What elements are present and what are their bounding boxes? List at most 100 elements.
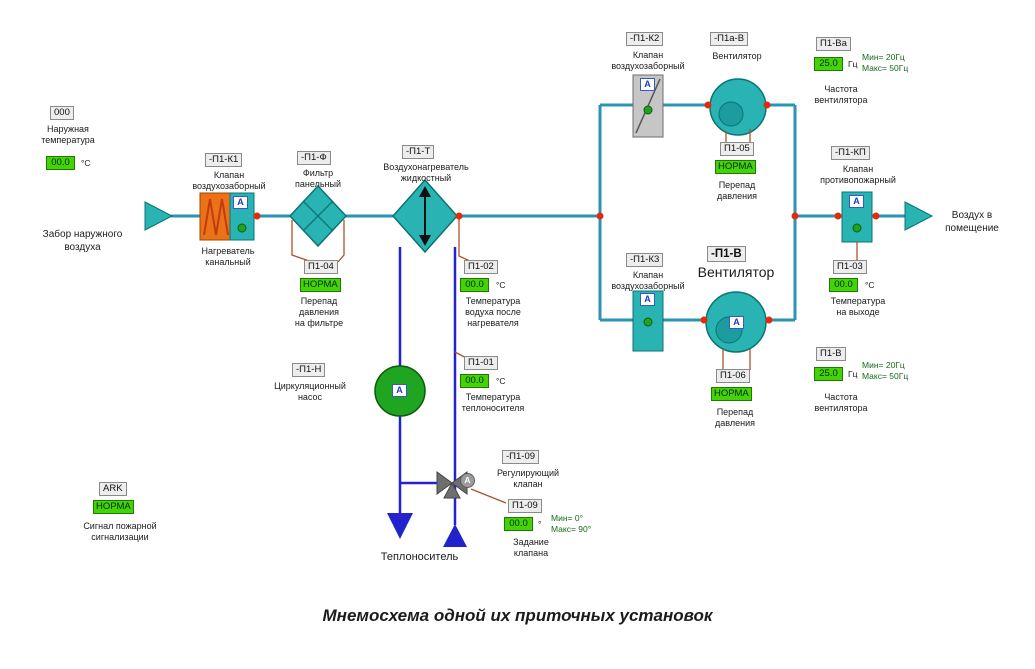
damper-top-name-badge: -П1-К2 <box>626 32 664 46</box>
filter-desc-label: Перепад давления на фильтре <box>294 296 344 328</box>
fan-bottom-name-badge: -П1-В <box>707 246 746 262</box>
temp-out-unit: °C <box>865 280 875 290</box>
outside-temp-label: Наружная температура <box>41 124 95 145</box>
valve-setpoint-value[interactable]: 00.0 <box>504 517 533 531</box>
heater-sub-label: Нагреватель канальный <box>201 246 255 267</box>
valve-desc-label: Задание клапана <box>513 537 549 558</box>
freq-bottom-unit: Гц <box>848 369 858 379</box>
junction-dot <box>455 212 463 220</box>
filter-sensor-tag: П1-04 <box>304 260 338 274</box>
freq-bottom-desc: Частота вентилятора <box>814 392 868 413</box>
junction-dot <box>704 101 712 109</box>
temp-out-tag: П1-03 <box>833 260 867 274</box>
status-dot <box>852 223 862 233</box>
fire-alarm-desc: Сигнал пожарной сигнализации <box>83 521 157 542</box>
freq-top-tag: П1-Ва <box>816 37 851 51</box>
outside-temp-unit: °C <box>81 158 91 168</box>
fire-alarm-status-badge[interactable]: НОРМА <box>93 500 134 514</box>
fan-top-status-badge[interactable]: НОРМА <box>715 160 756 174</box>
page-caption: Мнемосхема одной их приточных установок <box>322 606 713 625</box>
temp-out-desc: Температура на выходе <box>830 296 886 317</box>
status-dot <box>643 105 653 115</box>
fan-top-name-badge: -П1а-В <box>710 32 749 46</box>
freq-top-desc: Частота вентилятора <box>814 84 868 105</box>
temp-after-desc: Температура водуха после нагревателя <box>465 296 521 328</box>
temp-coolant-unit: °C <box>496 376 506 386</box>
valve-sensor-tag: П1-09 <box>508 499 542 513</box>
filter-kind-label: Фильтр панельный <box>295 168 341 189</box>
junction-dot <box>253 212 261 220</box>
fan-bottom-kind-label: Вентилятор <box>697 264 775 280</box>
freq-top-minmax: Мин= 20Гц Макс= 50Гц <box>862 52 909 73</box>
junction-dot <box>791 212 799 220</box>
temp-after-unit: °C <box>496 280 506 290</box>
pump-name-badge: -П1-Н <box>292 363 326 377</box>
outside-temp-value[interactable]: 00.0 <box>46 156 75 170</box>
temp-coolant-desc: Температура теплоносителя <box>461 392 525 413</box>
coolant-supply-arrow-icon <box>443 524 467 547</box>
outlet-arrow-icon <box>904 201 934 231</box>
exchanger-kind-label: Воздухонагреватель жидкостный <box>383 162 469 183</box>
freq-top-value[interactable]: 25.0 <box>814 57 843 71</box>
fan-top-icon[interactable] <box>709 78 767 136</box>
fire-damper-actuator-icon[interactable]: A <box>849 195 864 208</box>
exchanger-name-badge: -П1-Т <box>402 145 435 159</box>
fan-bottom-actuator-icon[interactable]: A <box>729 316 744 329</box>
temp-after-value[interactable]: 00.0 <box>460 278 489 292</box>
filter-icon[interactable] <box>288 184 348 248</box>
damper-top-kind-label: Клапан воздухозаборный <box>611 50 685 71</box>
coolant-return-arrow-icon <box>387 513 413 539</box>
freq-bottom-minmax: Мин= 20Гц Макс= 50Гц <box>862 360 909 381</box>
valve-name-badge: -П1-09 <box>502 450 540 464</box>
intake-arrow-icon <box>144 201 174 231</box>
valve-minmax-label: Мин= 0° Макс= 90° <box>551 513 592 534</box>
fan-top-desc-label: Перепад давления <box>717 180 757 201</box>
temp-coolant-value[interactable]: 00.0 <box>460 374 489 388</box>
fan-bottom-desc-label: Перепад давления <box>715 407 755 428</box>
filter-name-badge: -П1-Ф <box>297 151 331 165</box>
fan-top-kind-label: Вентилятор <box>712 51 762 61</box>
junction-dot <box>700 316 708 324</box>
temp-out-value[interactable]: 00.0 <box>829 278 858 292</box>
fan-bottom-status-badge[interactable]: НОРМА <box>711 387 752 401</box>
filter-status-badge[interactable]: НОРМА <box>300 278 341 292</box>
damper-top-actuator-icon[interactable]: A <box>640 78 655 91</box>
outlet-label: Воздух в помещение <box>945 210 999 234</box>
freq-bottom-tag: П1-В <box>816 347 846 361</box>
fire-damper-kind-label: Клапан противопожарный <box>820 164 896 185</box>
pump-kind-label: Циркуляционный насос <box>274 381 346 402</box>
fan-bottom-sensor-tag: П1-06 <box>716 369 750 383</box>
pump-actuator-icon[interactable]: A <box>392 384 407 397</box>
heater-kind-label: Клапан воздухозаборный <box>192 170 266 191</box>
sensor-signal-lines <box>291 129 858 504</box>
damper-bottom-kind-label: Клапан воздухозаборный <box>611 270 685 291</box>
junction-dot <box>596 212 604 220</box>
air-duct-pipes <box>171 103 905 322</box>
temp-coolant-tag: П1-01 <box>464 356 498 370</box>
status-dot <box>237 223 247 233</box>
freq-top-unit: Гц <box>848 59 858 69</box>
fan-top-sensor-tag: П1-05 <box>720 142 754 156</box>
freq-bottom-value[interactable]: 25.0 <box>814 367 843 381</box>
damper-bottom-actuator-icon[interactable]: A <box>640 293 655 306</box>
fire-alarm-tag: ARK <box>99 482 127 496</box>
temp-after-tag: П1-02 <box>464 260 498 274</box>
damper-bottom-name-badge: -П1-К3 <box>626 253 664 267</box>
junction-dot <box>765 316 773 324</box>
valve-unit: ° <box>538 519 542 529</box>
heater-actuator-icon[interactable]: A <box>233 196 248 209</box>
junction-dot <box>872 212 880 220</box>
coolant-label: Теплоноситель <box>380 551 459 563</box>
fire-damper-name-badge: -П1-КП <box>831 146 870 160</box>
junction-dots <box>253 101 880 324</box>
valve-kind-label: Регулирующий клапан <box>496 468 560 489</box>
status-dots <box>237 105 862 327</box>
junction-dot <box>763 101 771 109</box>
status-dot <box>643 317 653 327</box>
heat-exchanger-icon[interactable] <box>391 178 459 254</box>
outside-temp-tag: 000 <box>50 106 74 120</box>
junction-dot <box>834 212 842 220</box>
valve-actuator-icon[interactable]: A <box>460 473 475 488</box>
